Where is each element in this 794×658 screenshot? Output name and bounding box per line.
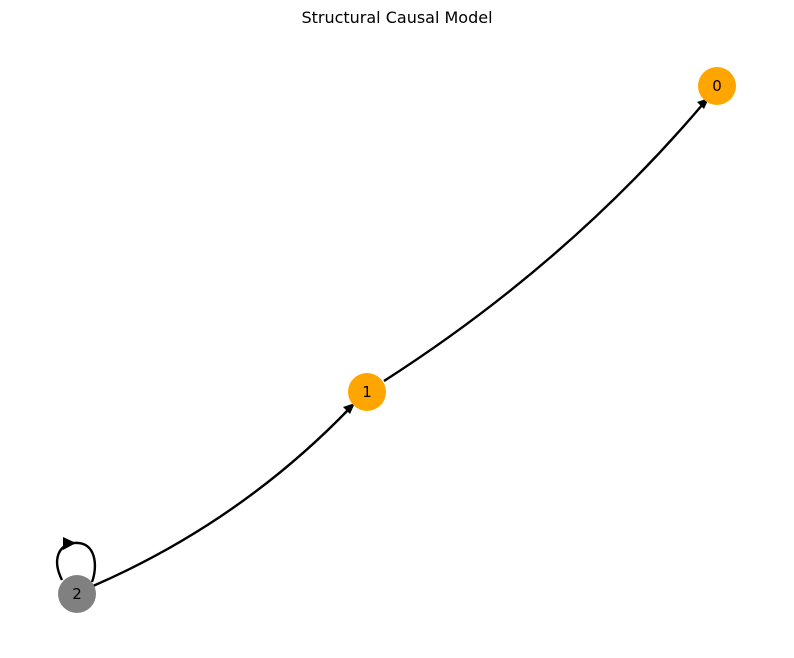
node-1: 1	[348, 373, 386, 411]
node-0: 0	[698, 67, 736, 105]
node-2: 2	[58, 575, 96, 613]
figure-title: Structural Causal Model	[301, 8, 492, 27]
node-0-label: 0	[712, 77, 722, 95]
edges	[55, 98, 709, 588]
edge-2-to-1-arrowhead	[343, 403, 355, 414]
edge-2-to-2-arrowhead	[63, 537, 76, 550]
node-2-label: 2	[72, 585, 82, 603]
node-0-circle	[698, 67, 736, 105]
node-2-circle	[58, 575, 96, 613]
node-1-label: 1	[362, 383, 372, 401]
edge-1-to-0	[383, 103, 704, 383]
nodes: 0 1 2	[58, 67, 736, 613]
node-1-circle	[348, 373, 386, 411]
edge-2-to-1	[92, 407, 351, 588]
